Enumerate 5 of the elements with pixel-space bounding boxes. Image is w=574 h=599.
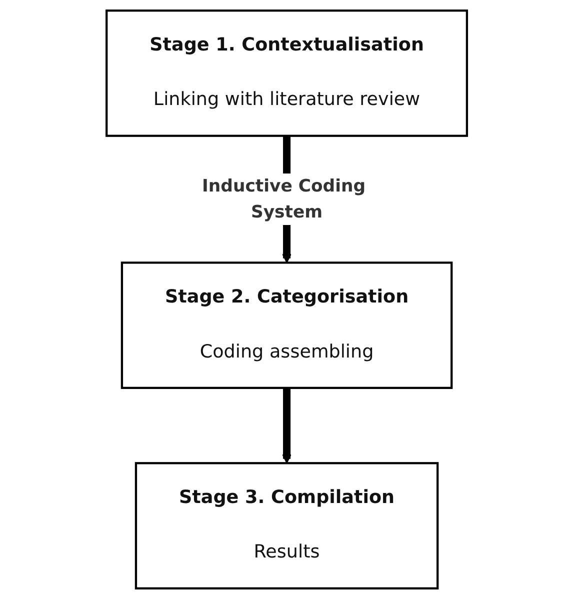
node-box: Stage 2. Categorisation Coding assembling [121,262,453,389]
edge-label: Inductive Coding System [202,176,366,222]
node-box: Stage 1. Contextualisation Linking with literature review [106,10,468,137]
node-box: Stage 3. Compilation Results [135,462,439,590]
arrow [282,388,292,464]
